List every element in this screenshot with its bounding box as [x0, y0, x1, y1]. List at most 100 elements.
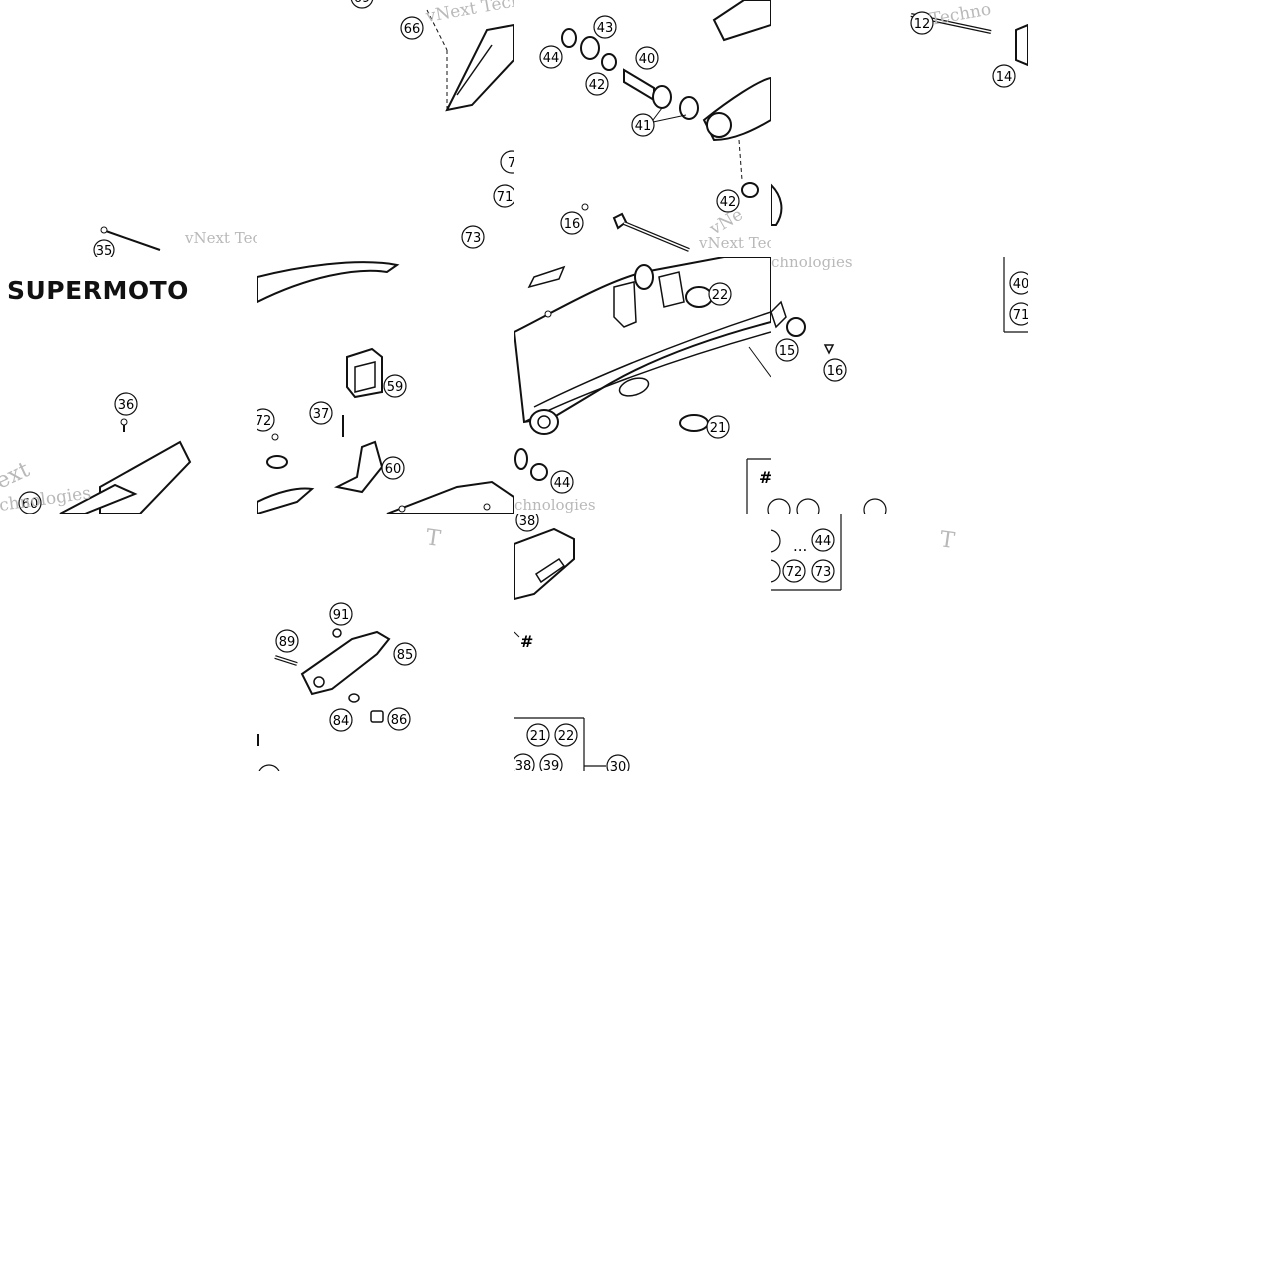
- hash-symbol: #: [759, 468, 771, 487]
- svg-text:T: T: [424, 525, 442, 552]
- hash-symbol: #: [520, 632, 533, 651]
- tile-mid-right: 22 21 44 39 chnologies #: [514, 257, 771, 514]
- callout-84: 84: [329, 708, 353, 732]
- svg-text:38: 38: [515, 759, 532, 771]
- callout-43: 43: [593, 15, 617, 39]
- callout-60: 60: [381, 456, 405, 480]
- callout-16: 16: [560, 211, 584, 235]
- svg-text:71: 71: [497, 190, 514, 205]
- supermoto-label: SUPERMOTO: [7, 276, 189, 305]
- svg-text:21: 21: [530, 729, 547, 744]
- svg-text:7: 7: [508, 156, 514, 171]
- watermark-text: vNext Technologies: [423, 0, 514, 27]
- callout-14: 14: [992, 64, 1016, 88]
- table-callout-72: 72: [782, 559, 806, 583]
- callout-66: 66: [400, 16, 424, 40]
- ring-42: [601, 53, 617, 71]
- tile-right-mid-drawing: chnologies 15 16 40 71: [771, 257, 1028, 514]
- svg-text:84: 84: [333, 714, 350, 729]
- table-callout-22: 22: [554, 723, 578, 747]
- tile-top-mid-right: 43 44 40 42 41 42: [514, 0, 771, 257]
- callout-12: 12: [910, 11, 934, 35]
- svg-text:12: 12: [914, 17, 931, 32]
- svg-text:15: 15: [779, 344, 796, 359]
- callout-16: 16: [823, 358, 847, 382]
- tile-mid-drawing: 59 37 60 72: [257, 261, 514, 514]
- callout-71: 71: [493, 184, 514, 208]
- svg-text:16: 16: [827, 364, 844, 379]
- svg-text:69: 69: [354, 0, 371, 6]
- table-callout-73: 73: [811, 559, 835, 583]
- tile-right-mid: chnologies 15 16 40 71: [771, 257, 1028, 514]
- callout-40: 40: [635, 46, 659, 70]
- callout-22: 22: [708, 282, 732, 306]
- nut-15: [786, 317, 806, 337]
- svg-text:59: 59: [387, 380, 404, 395]
- chain-guard-part: [445, 23, 514, 112]
- bearing-41b: [679, 96, 699, 120]
- svg-text:71: 71: [1013, 308, 1028, 323]
- chain-guide-85: [300, 630, 391, 696]
- callout-91: 91: [329, 602, 353, 626]
- svg-text:22: 22: [712, 288, 729, 303]
- svg-text:35: 35: [96, 244, 113, 257]
- screw-35-head: [100, 226, 108, 234]
- svg-text:44: 44: [543, 51, 560, 66]
- screw-35-shaft: [102, 229, 161, 251]
- tile-lower-mid-left-drawing: T 91 89 85 84: [257, 525, 442, 771]
- tile-mid-left-drawing: 36 60 ext chnologies: [0, 392, 192, 514]
- sleeve-40: [623, 68, 655, 102]
- svg-text:14: 14: [996, 70, 1013, 85]
- tile-mid: 59 37 60 72: [257, 257, 514, 514]
- tile-lower-right: ... 44 72 73 T: [771, 514, 1028, 771]
- watermark-text: vNext Technologies: [698, 234, 771, 252]
- tile-top-left-drawing: 35 vNext Technologies: [93, 226, 257, 257]
- tile-lower-right-drawing: ... 44 72 73 T: [771, 514, 956, 591]
- svg-text:37: 37: [313, 407, 330, 422]
- svg-text:73: 73: [815, 565, 832, 580]
- tile-top-mid-left: 69 66 vNext Technologies 7 71 73: [257, 0, 514, 257]
- callout-21: 21: [706, 415, 730, 439]
- svg-text:39: 39: [543, 759, 560, 771]
- tile-lower-mid-right: 38 # 21 22 38 39: [514, 514, 771, 771]
- bearing-41a: [652, 85, 672, 109]
- callout-40r: 40: [1009, 271, 1028, 295]
- watermark-text: vNext Technologies: [184, 229, 257, 247]
- svg-text:21: 21: [710, 421, 727, 436]
- table-callout-39: 39: [539, 753, 563, 771]
- callout-42: 42: [585, 72, 609, 96]
- svg-text:60: 60: [22, 497, 39, 512]
- callout-42b: 42: [716, 189, 740, 213]
- callout-35: 35: [93, 239, 115, 257]
- svg-text:ext: ext: [0, 457, 34, 494]
- ring-22: [685, 286, 713, 308]
- tile-top-mid-right-drawing: 43 44 40 42 41 42: [539, 0, 771, 252]
- callout-15: 15: [775, 338, 799, 362]
- table-callout-21: 21: [526, 723, 550, 747]
- ring-42b: [741, 182, 759, 198]
- seal-44: [561, 28, 577, 48]
- svg-text:36: 36: [118, 398, 135, 413]
- svg-text:72: 72: [786, 565, 803, 580]
- callout-73: 73: [461, 225, 485, 249]
- tile-top-right: 12 14 Techno: [771, 0, 1028, 257]
- svg-text:60: 60: [385, 462, 402, 477]
- callout-38: 38: [515, 514, 539, 532]
- callout-41: 41: [631, 113, 655, 137]
- svg-text:44: 44: [815, 534, 832, 549]
- tile-mid-left: SUPERMOTO 36 60 ext chnologies: [0, 257, 257, 514]
- svg-text:16: 16: [564, 217, 581, 232]
- ellipsis-text: ...: [793, 537, 807, 555]
- svg-text:chnologies: chnologies: [514, 496, 596, 514]
- callout-44: 44: [550, 470, 574, 494]
- callout-60: 60: [18, 491, 42, 514]
- svg-text:42: 42: [589, 78, 606, 93]
- callout-37: 37: [309, 401, 333, 425]
- table-callout-44: 44: [811, 528, 835, 552]
- callout-44: 44: [539, 45, 563, 69]
- svg-text:89: 89: [279, 635, 296, 650]
- washer-43: [580, 36, 600, 60]
- callout-36: 36: [114, 392, 138, 416]
- cap-21: [679, 414, 709, 432]
